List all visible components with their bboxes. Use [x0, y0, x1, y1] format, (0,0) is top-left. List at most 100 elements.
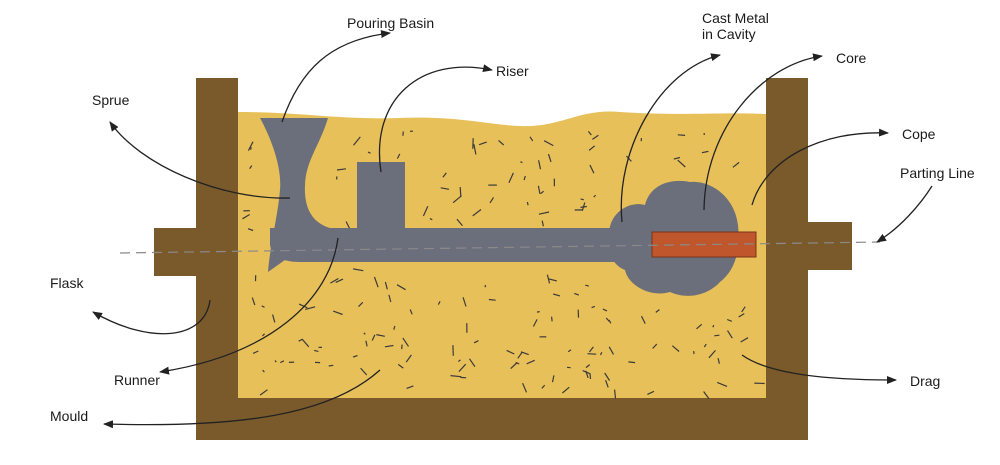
arrow-mould — [103, 369, 381, 429]
sand-speck — [393, 325, 396, 330]
sand-speck — [738, 313, 745, 318]
runner-shape — [270, 228, 630, 262]
label-core: Core — [836, 50, 867, 66]
sand-speck — [456, 218, 463, 227]
flask-right-wall — [766, 78, 808, 440]
sand-speck — [536, 311, 540, 313]
sand-speck — [373, 276, 379, 288]
flask-bottom — [196, 398, 808, 440]
sand-speck — [541, 220, 544, 227]
sand-speck — [574, 292, 580, 296]
arrow-core — [703, 53, 823, 211]
sand-speck — [422, 206, 429, 217]
sand-speck — [353, 136, 361, 146]
sand-speck — [330, 277, 339, 284]
sand-speck — [655, 309, 660, 313]
sand-speck — [510, 362, 518, 370]
sand-speck — [548, 278, 557, 282]
sand-speck — [251, 297, 256, 306]
label-pouring-basin: Pouring Basin — [347, 15, 435, 31]
label-flask: Flask — [50, 275, 84, 291]
sand-speck — [585, 370, 589, 379]
sand-speck — [437, 301, 441, 305]
sand-speck — [261, 305, 265, 308]
sand-speck — [541, 384, 546, 389]
sand-speck — [396, 284, 406, 291]
riser-shape — [357, 162, 405, 232]
sand-speck — [640, 315, 646, 324]
sand-speck — [551, 375, 555, 383]
sand-speck — [384, 344, 394, 348]
sand-speck — [585, 284, 589, 287]
sand-speck — [261, 333, 266, 337]
sand-speck — [396, 153, 401, 159]
label-sprue: Sprue — [92, 92, 130, 108]
arrow-cope — [751, 128, 889, 206]
cast-metal-cavity — [260, 118, 739, 296]
sand-speck — [250, 146, 252, 150]
sand-speck — [523, 175, 526, 181]
sand-speck — [363, 332, 366, 335]
sand-speck — [280, 360, 285, 364]
sand-speck — [517, 351, 523, 359]
sand-speck — [405, 354, 412, 363]
sand-speck — [371, 334, 376, 341]
sand-speck — [498, 139, 505, 146]
sand-speck — [388, 294, 392, 303]
sand-speck — [328, 364, 334, 367]
flask — [154, 78, 852, 440]
sand-speck — [585, 364, 591, 369]
sand-speck — [247, 228, 254, 232]
parting-line — [119, 241, 881, 254]
sand-speck — [360, 367, 368, 376]
sand-speck — [701, 150, 709, 154]
leader-arrows — [92, 30, 933, 429]
sand-speck — [553, 293, 561, 297]
sand-speck — [537, 185, 541, 194]
label-cast-metal: Cast Metal in Cavity — [702, 10, 769, 42]
sand-speck — [567, 349, 572, 353]
sand-speck — [647, 390, 655, 395]
sand-speck — [532, 319, 538, 327]
label-parting-line: Parting Line — [900, 165, 975, 181]
sand-speck — [543, 140, 554, 147]
sand-speck — [352, 268, 364, 272]
sand-speck — [458, 359, 461, 362]
sand-speck — [522, 382, 528, 393]
sand-speck — [242, 213, 250, 220]
sand-speck — [677, 134, 686, 136]
sand-speck — [529, 136, 534, 142]
sand-speck — [604, 372, 611, 381]
arrow-pouring-basin — [281, 30, 391, 123]
sand-speck — [726, 330, 733, 339]
sand-speck — [452, 195, 462, 204]
sand-speck — [262, 369, 265, 373]
sand-speck — [520, 161, 523, 164]
label-mould: Mould — [50, 408, 89, 424]
sand-speck — [551, 316, 553, 322]
arrow-sprue — [109, 121, 291, 199]
sand-speck — [450, 375, 462, 378]
sand-speck — [462, 297, 467, 307]
arrow-runner — [159, 237, 339, 375]
sand-speck — [547, 153, 552, 163]
sand-speck — [336, 168, 346, 171]
sand-speck — [358, 301, 364, 308]
sand-speck — [397, 363, 404, 369]
sand-speck — [608, 319, 612, 324]
sand-speck — [614, 389, 617, 399]
sand-speck — [409, 309, 413, 315]
sand-speck — [247, 141, 254, 151]
sand-speck — [335, 278, 344, 283]
sand-speck — [677, 159, 686, 168]
sand-speck — [703, 343, 707, 348]
sand-speck — [589, 373, 592, 380]
sand-speck — [384, 281, 388, 290]
sand-speck — [592, 134, 599, 140]
sand-speck — [484, 284, 487, 288]
sand-speck — [740, 337, 749, 343]
sand-speck — [714, 334, 720, 337]
sand-speck — [732, 161, 740, 168]
